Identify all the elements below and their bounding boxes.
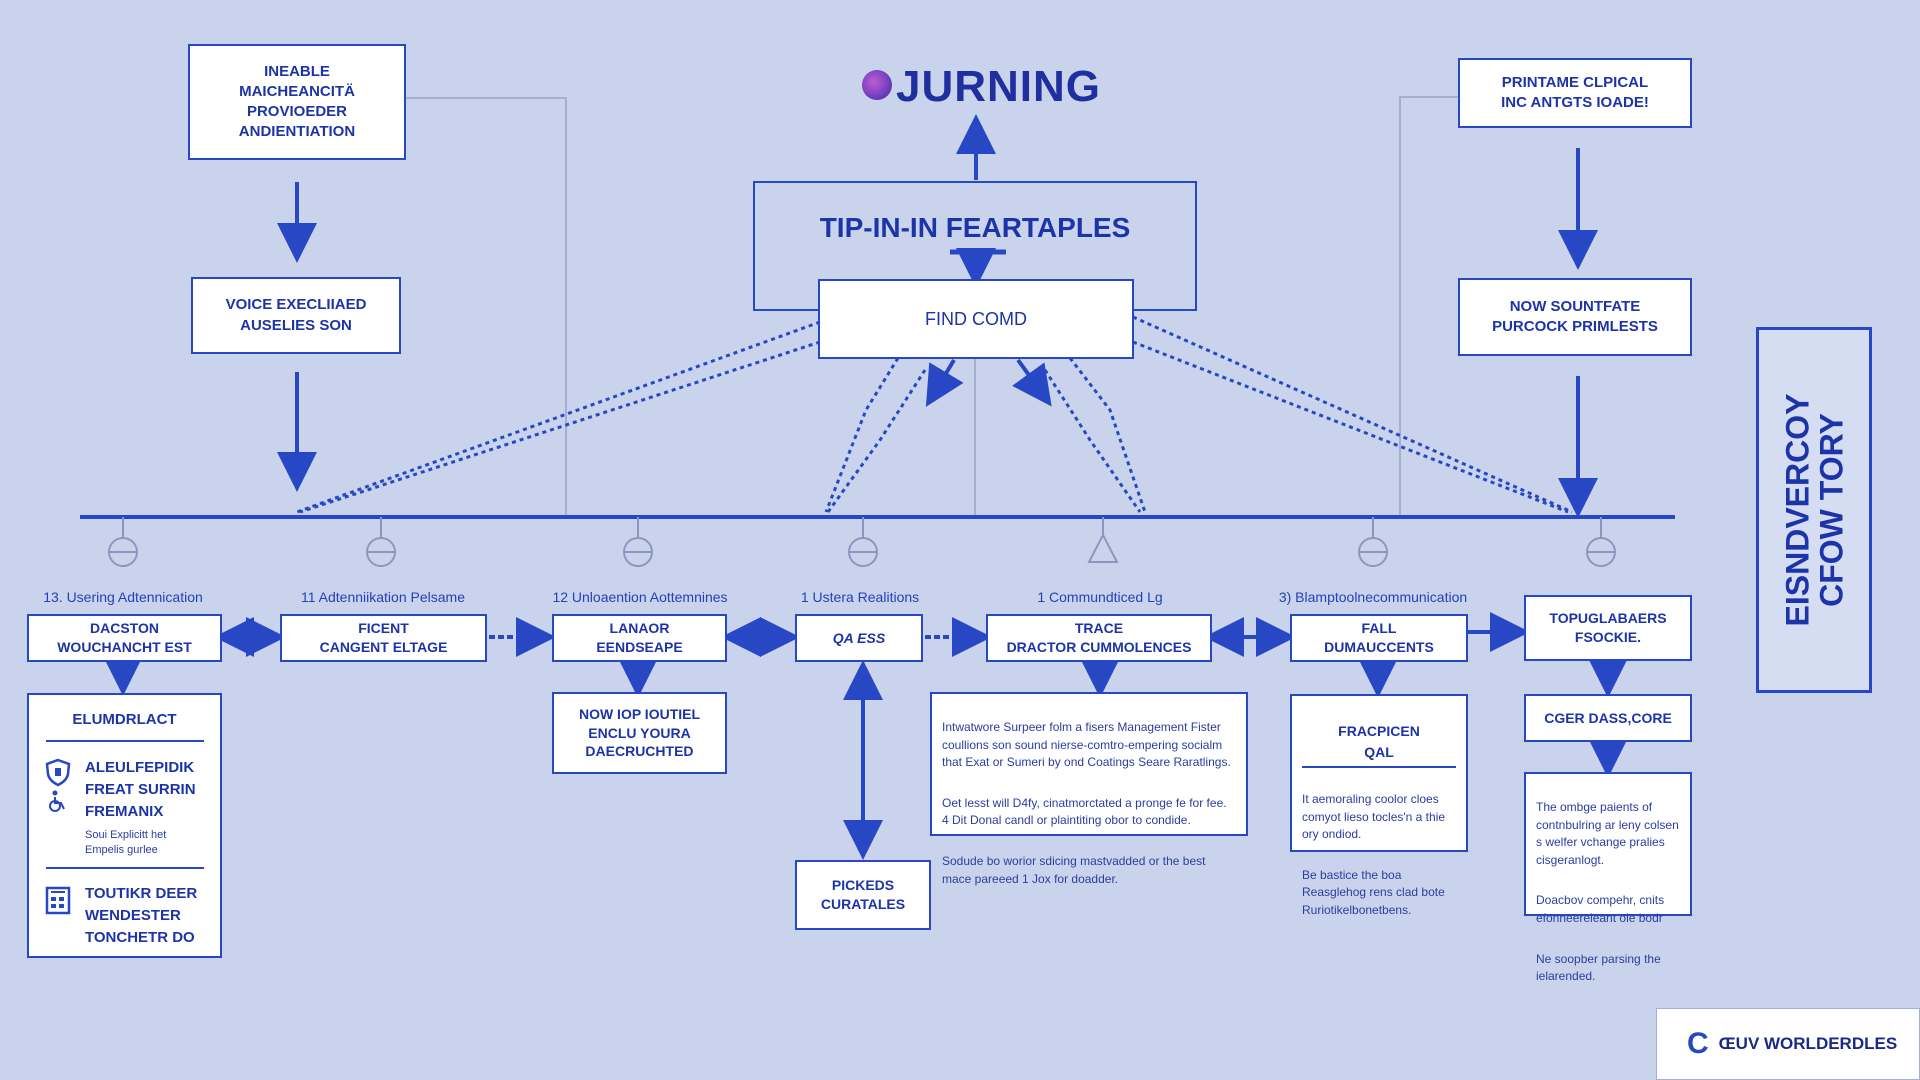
document-icon [45, 886, 71, 915]
stage-box-4[interactable]: QA ESS [795, 614, 923, 662]
trace-desc-1: Intwatwore Surpeer folm a fisers Managem… [942, 720, 1231, 770]
trace-desc-2: Oet lesst will D4fy, cinatmorctated a pr… [942, 795, 1227, 828]
right-description-card: The ombge paients of contnbulring ar len… [1524, 772, 1692, 983]
left-card: ELUMDRLACT ALEULFEPIDIK FREAT SURRIN FRE… [27, 693, 222, 958]
left-card-divider-2 [46, 867, 204, 869]
stage-box-3[interactable]: LANAOR EENDSEAPE [552, 614, 727, 662]
diagram-title: JURNING [896, 62, 1102, 111]
trace-description-card: Intwatwore Surpeer folm a fisers Managem… [930, 692, 1248, 886]
sub-box-7[interactable]: CGER DASS,CORE [1524, 694, 1692, 742]
stage-label-6: 3) Blamptoolnecommunication [1278, 589, 1468, 605]
brand-c-icon: C [1687, 1027, 1709, 1060]
left-card-divider-1 [46, 740, 204, 742]
stage-box-4-label: QA ESS [832, 629, 886, 646]
stage-box-6[interactable]: FALL DUMAUCCENTS [1290, 614, 1468, 662]
left-card-item-1-sub: Soui Explicitt het Empelis gurlee [85, 829, 167, 856]
center-header-box[interactable]: TIP-IN-IN FEARTAPLES [753, 181, 1197, 311]
sub-box-4[interactable]: PICKEDS CURATALES [795, 860, 931, 930]
top-left-box-1[interactable]: INEABLE MAICHEANCITÄ PROVIOEDER ANDIENTI… [188, 44, 406, 160]
fall-desc-2: Be bastice the boa Reasglehog rens clad … [1302, 867, 1445, 917]
stage-box-1[interactable]: DACSTON WOUCHANCHT EST [27, 614, 222, 662]
stage-box-5[interactable]: TRACE DRACTOR CUMMOLENCES [986, 614, 1212, 662]
left-card-item-2: TOUTIKR DEER WENDESTER TONCHETR DO [85, 885, 198, 946]
footer-label: ŒUV WORLDERDLES [1718, 1034, 1898, 1053]
top-left-box-2[interactable]: VOICE EXECLIIAED AUSELIES SON [191, 277, 401, 354]
stage-box-7[interactable]: TOPUGLABAERS FSOCKIE. [1524, 595, 1692, 661]
wheelchair-icon [49, 790, 65, 812]
trace-desc-3: Sodude bo worior sdicing mastvadded or t… [942, 854, 1206, 886]
stage-label-4: 1 Ustera Realitions [800, 589, 920, 605]
left-card-item-1: ALEULFEPIDIK FREAT SURRIN FREMANIX [85, 759, 196, 820]
top-right-box-1[interactable]: PRINTAME CLPICAL INC ANTGTS IOADE! [1458, 58, 1692, 128]
fall-desc-1: It aemoraling coolor cloes comyot lieso … [1302, 792, 1446, 842]
right-desc-1: The ombge paients of contnbulring ar len… [1536, 800, 1679, 867]
side-panel-label: EISNDVERCOY CFOW TORY [1779, 393, 1849, 627]
shield-icon [45, 758, 71, 787]
stage-label-5: 1 Commundticed Lg [1037, 589, 1163, 605]
right-desc-2: Doacbov compehr, cnits efonneereleant ol… [1536, 893, 1665, 925]
side-panel [1756, 327, 1872, 693]
find-command-box[interactable]: FIND COMD [818, 279, 1134, 359]
stage-label-3: 12 Unloaention Aottemnines [552, 589, 728, 605]
right-desc-3: Ne soopber parsing the ielarended. [1536, 951, 1661, 983]
left-card-heading: ELUMDRLACT [72, 711, 177, 728]
logo-icon [862, 70, 892, 100]
stage-box-2[interactable]: FICENT CANGENT ELTAGE [280, 614, 487, 662]
top-right-box-2[interactable]: NOW SOUNTFATE PURCOCK PRIMLESTS [1458, 278, 1692, 356]
center-header-label: TIP-IN-IN FEARTAPLES [819, 212, 1131, 243]
stage-label-1: 13. Usering Adtennication [43, 589, 203, 605]
footer-badge[interactable]: C ŒUV WORLDERDLES [1656, 1008, 1920, 1080]
stage-label-2: 11 Adtenniikation Pelsame [301, 589, 465, 605]
sub-box-3[interactable]: NOW IOP IOUTIEL ENCLU YOURA DAECRUCHTED [552, 692, 727, 774]
